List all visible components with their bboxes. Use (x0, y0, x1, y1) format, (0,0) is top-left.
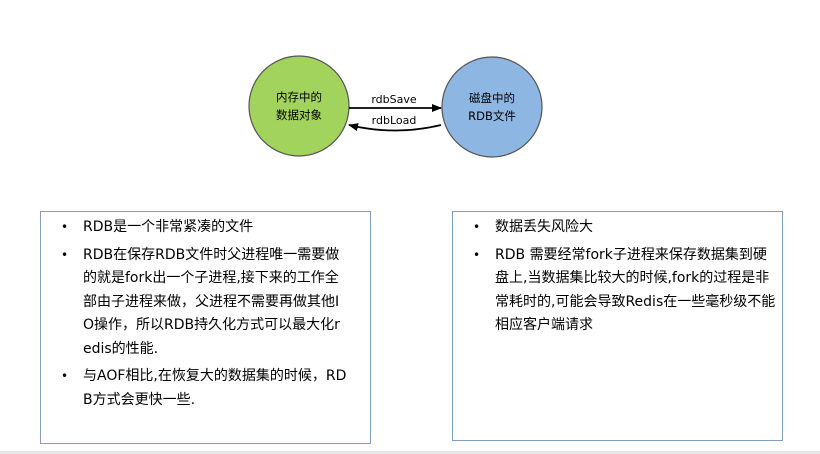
bullet-icon: • (473, 220, 481, 234)
disadvantage-item: • 数据丢失风险大 (473, 216, 772, 240)
disk-node-label-line2: RDB文件 (468, 109, 516, 123)
disk-rdb-node (441, 56, 543, 158)
memory-node-label-line1: 内存中的 (276, 90, 322, 104)
rdbload-label: rdbLoad (372, 114, 417, 127)
advantage-item: • 与AOF相比,在恢复大的数据集的时候，RDB方式会更快一些. (61, 365, 360, 412)
memory-node-label-line2: 数据对象 (276, 108, 322, 122)
disadvantage-item: • RDB 需要经常fork子进程来保存数据集到硬盘上,当数据集比较大的时候,f… (473, 244, 775, 338)
rdbload-arrow (348, 123, 442, 132)
bottom-divider (0, 451, 820, 454)
rdb-advantages-box: • RDB是一个非常紧凑的文件 • RDB在保存RDB文件时父进程唯一需要做的就… (40, 211, 371, 444)
bullet-icon: • (61, 247, 69, 262)
advantage-text: RDB在保存RDB文件时父进程唯一需要做的就是fork出一个子进程,接下来的工作… (83, 246, 340, 357)
bullet-icon: • (61, 369, 69, 383)
advantage-text: 与AOF相比,在恢复大的数据集的时候，RDB方式会更快一些. (83, 368, 347, 408)
disadvantage-text: RDB 需要经常fork子进程来保存数据集到硬盘上,当数据集比较大的时候,for… (495, 246, 776, 334)
rdb-advantages-list: • RDB是一个非常紧凑的文件 • RDB在保存RDB文件时父进程唯一需要做的就… (61, 216, 360, 412)
bullet-icon: • (473, 247, 481, 262)
rdb-disadvantages-list: • 数据丢失风险大 • RDB 需要经常fork子进程来保存数据集到硬盘上,当数… (473, 216, 775, 338)
memory-data-node (248, 55, 350, 157)
rdb-disadvantages-box: • 数据丢失风险大 • RDB 需要经常fork子进程来保存数据集到硬盘上,当数… (452, 211, 783, 441)
advantage-item: • RDB是一个非常紧凑的文件 (61, 216, 360, 240)
advantage-item: • RDB在保存RDB文件时父进程唯一需要做的就是fork出一个子进程,接下来的… (61, 244, 360, 362)
disk-node-label-line1: 磁盘中的 (469, 91, 515, 105)
bullet-icon: • (61, 220, 69, 234)
disadvantage-text: 数据丢失风险大 (495, 219, 593, 235)
advantage-text: RDB是一个非常紧凑的文件 (83, 219, 254, 235)
rdbsave-label: rdbSave (371, 93, 417, 106)
